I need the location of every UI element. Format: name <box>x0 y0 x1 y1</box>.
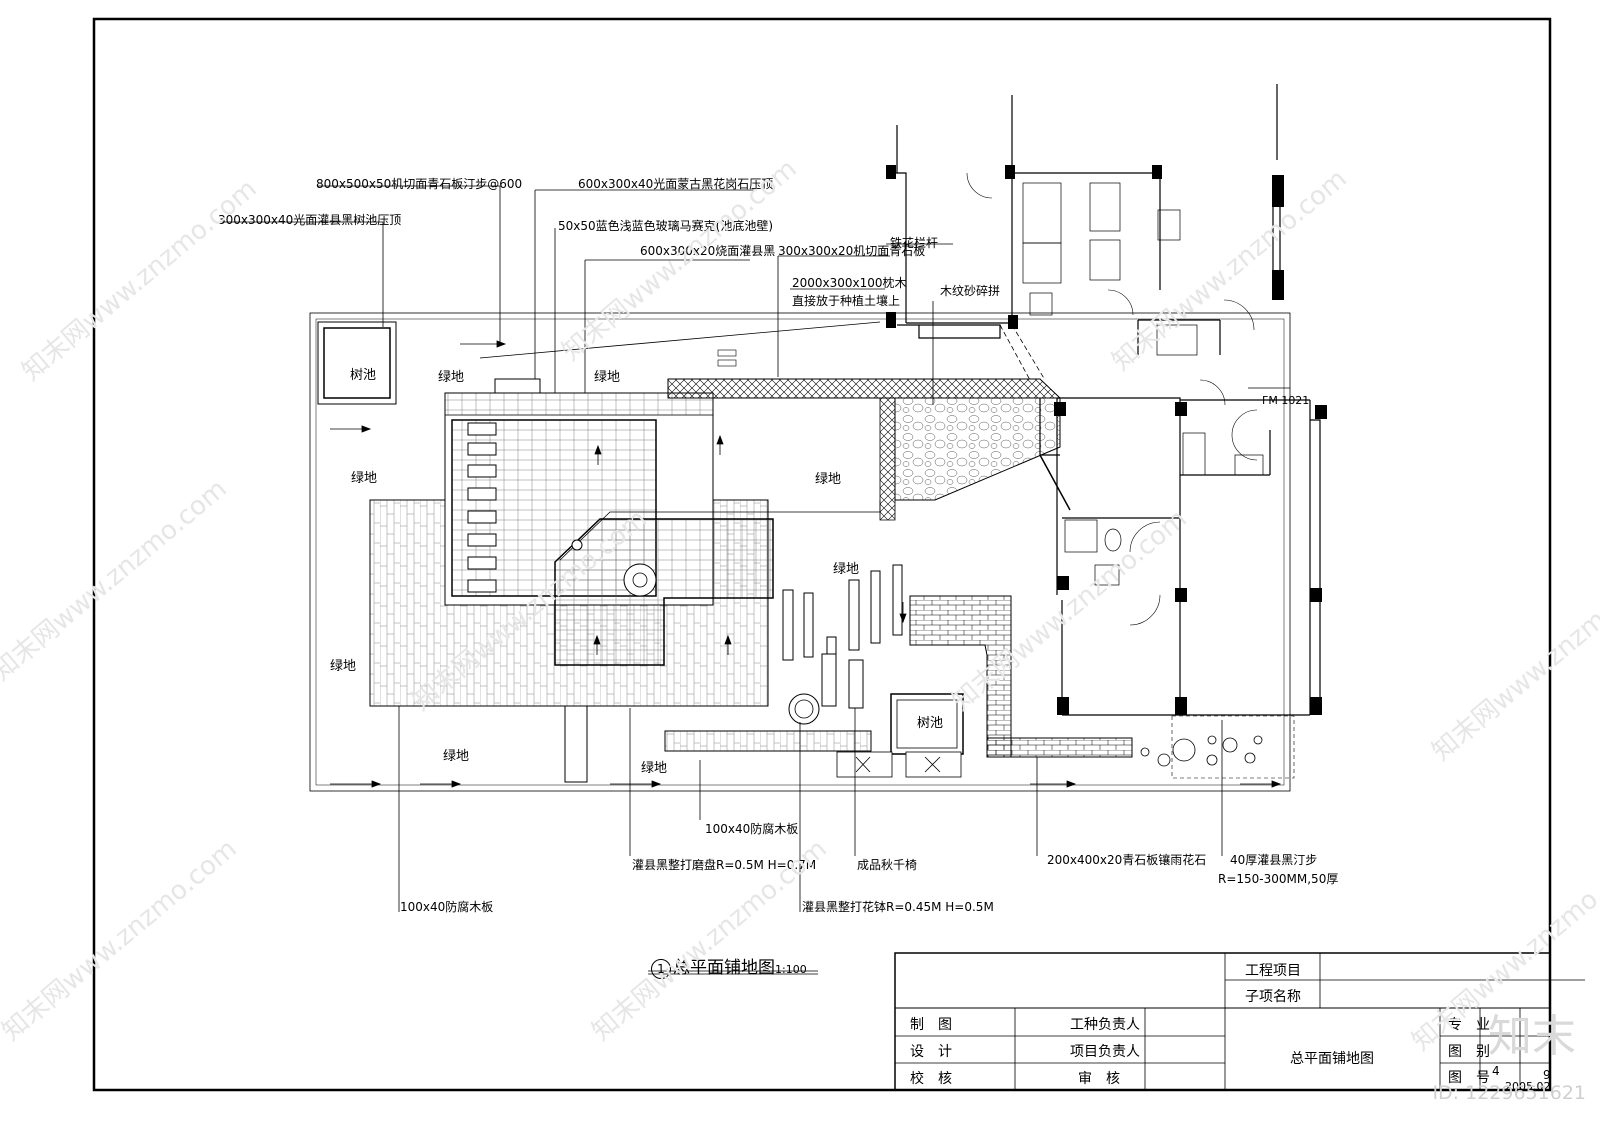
annotation-granite-coping: 600x300x40光面蒙古黑花岗石压顶 <box>578 177 774 191</box>
tb-no-total: 9 <box>1543 1068 1551 1082</box>
annotation-stepping-stone: 800x500x50机切面青石板汀步@600 <box>316 177 523 191</box>
tb-specialty: 专 业 <box>1448 1017 1490 1033</box>
tree-pit-left <box>317 321 397 405</box>
drawing-index: 1 <box>651 959 671 979</box>
annotation-planter-bowl: 灌县黑整打花钵R=0.45M H=0.5M <box>802 900 994 914</box>
sleeper-strips <box>782 564 903 709</box>
tb-category: 图 别 <box>1448 1044 1490 1060</box>
tb-trade-lead: 工种负责人 <box>1070 1017 1140 1033</box>
pebble-paving <box>894 397 1061 501</box>
tb-project: 工程项目 <box>1245 963 1301 979</box>
stepping-circles <box>1140 735 1263 767</box>
annotation-mosaic: 50x50蓝色浅蓝色玻璃马赛克(池底池壁) <box>558 219 774 233</box>
annotation-stepping-size: R=150-300MM,50厚 <box>1218 872 1339 886</box>
tb-project-lead: 项目负责人 <box>1070 1044 1140 1060</box>
zone-green: 绿地 <box>443 749 470 764</box>
tb-check: 校 核 <box>910 1071 952 1087</box>
drain-arrows <box>330 340 1282 788</box>
zone-tree-pit-right: 树池 <box>917 716 944 731</box>
annotation-door-code: FM 1021 <box>1262 394 1310 407</box>
drawing-title-text: 总平面铺地图 <box>673 958 775 978</box>
tb-design: 设 计 <box>910 1044 952 1060</box>
annotation-bluestone-slab: 300x300x20机切面青石板 <box>778 244 926 258</box>
annotation-tree-pit-coping: 300x300x40光面灌县黑树池压顶 <box>218 213 402 227</box>
annotation-sleeper: 2000x300x100枕木 <box>792 276 907 290</box>
annotation-black-stepping: 40厚灌县黑汀步 <box>1230 853 1318 867</box>
tb-no-value: 4 <box>1492 1064 1500 1078</box>
zone-green: 绿地 <box>815 472 842 487</box>
tb-drawing-name: 总平面铺地图 <box>1290 1051 1374 1067</box>
annotation-wood-board-1: 100x40防腐木板 <box>705 822 799 836</box>
planter-bowl <box>788 693 820 725</box>
fixtures <box>1022 182 1264 586</box>
tb-sub-item: 子项名称 <box>1245 989 1301 1005</box>
annotation-wood-board-2: 100x40防腐木板 <box>400 900 494 914</box>
drawing-scale: 1:100 <box>775 963 807 976</box>
annotation-sleeper-note: 直接放于种植土壤上 <box>792 294 901 308</box>
annotation-bluestone-pebble: 200x400x20青石板镶雨花石 <box>1047 853 1207 867</box>
sheet-border <box>92 17 1552 1092</box>
annotation-flamed-stone: 600x300x20烧面灌县黑 <box>640 244 776 258</box>
bluestone-path <box>986 737 1133 758</box>
columns <box>886 165 1327 715</box>
annotation-iron-railing: 铁花栏杆 <box>890 236 939 250</box>
grinding-disc <box>623 563 657 597</box>
zone-green: 绿地 <box>438 370 465 385</box>
tb-review: 审 核 <box>1078 1071 1120 1087</box>
zone-green: 绿地 <box>330 659 357 674</box>
granite-coping-strip <box>667 378 1062 399</box>
annotation-wood-grain-paving: 木纹砂碎拼 <box>940 284 1001 298</box>
tb-draw: 制 图 <box>910 1017 952 1033</box>
annotation-grinding-disc: 灌县黑整打磨盘R=0.5M H=0.7M <box>632 858 817 872</box>
pool-stepping-stones <box>467 422 497 593</box>
zone-green: 绿地 <box>833 562 860 577</box>
zone-green: 绿地 <box>641 761 668 776</box>
annotation-swing-chair: 成品秋千椅 <box>857 858 918 872</box>
zone-tree-pit-left: 树池 <box>350 368 377 383</box>
image-id: ID: 1229651621 <box>1432 1082 1586 1104</box>
door-swings <box>966 172 1258 626</box>
tb-drawing-no: 图 号 <box>1448 1070 1490 1086</box>
shallow-pool <box>554 518 774 666</box>
tb-date-value: 2005.02 <box>1505 1080 1551 1093</box>
brand-logo: 知末 <box>1488 1011 1576 1062</box>
title-block-grid <box>894 952 1585 1091</box>
zone-green: 绿地 <box>594 370 621 385</box>
leader-lines <box>215 185 1290 912</box>
zone-green: 绿地 <box>351 471 378 486</box>
